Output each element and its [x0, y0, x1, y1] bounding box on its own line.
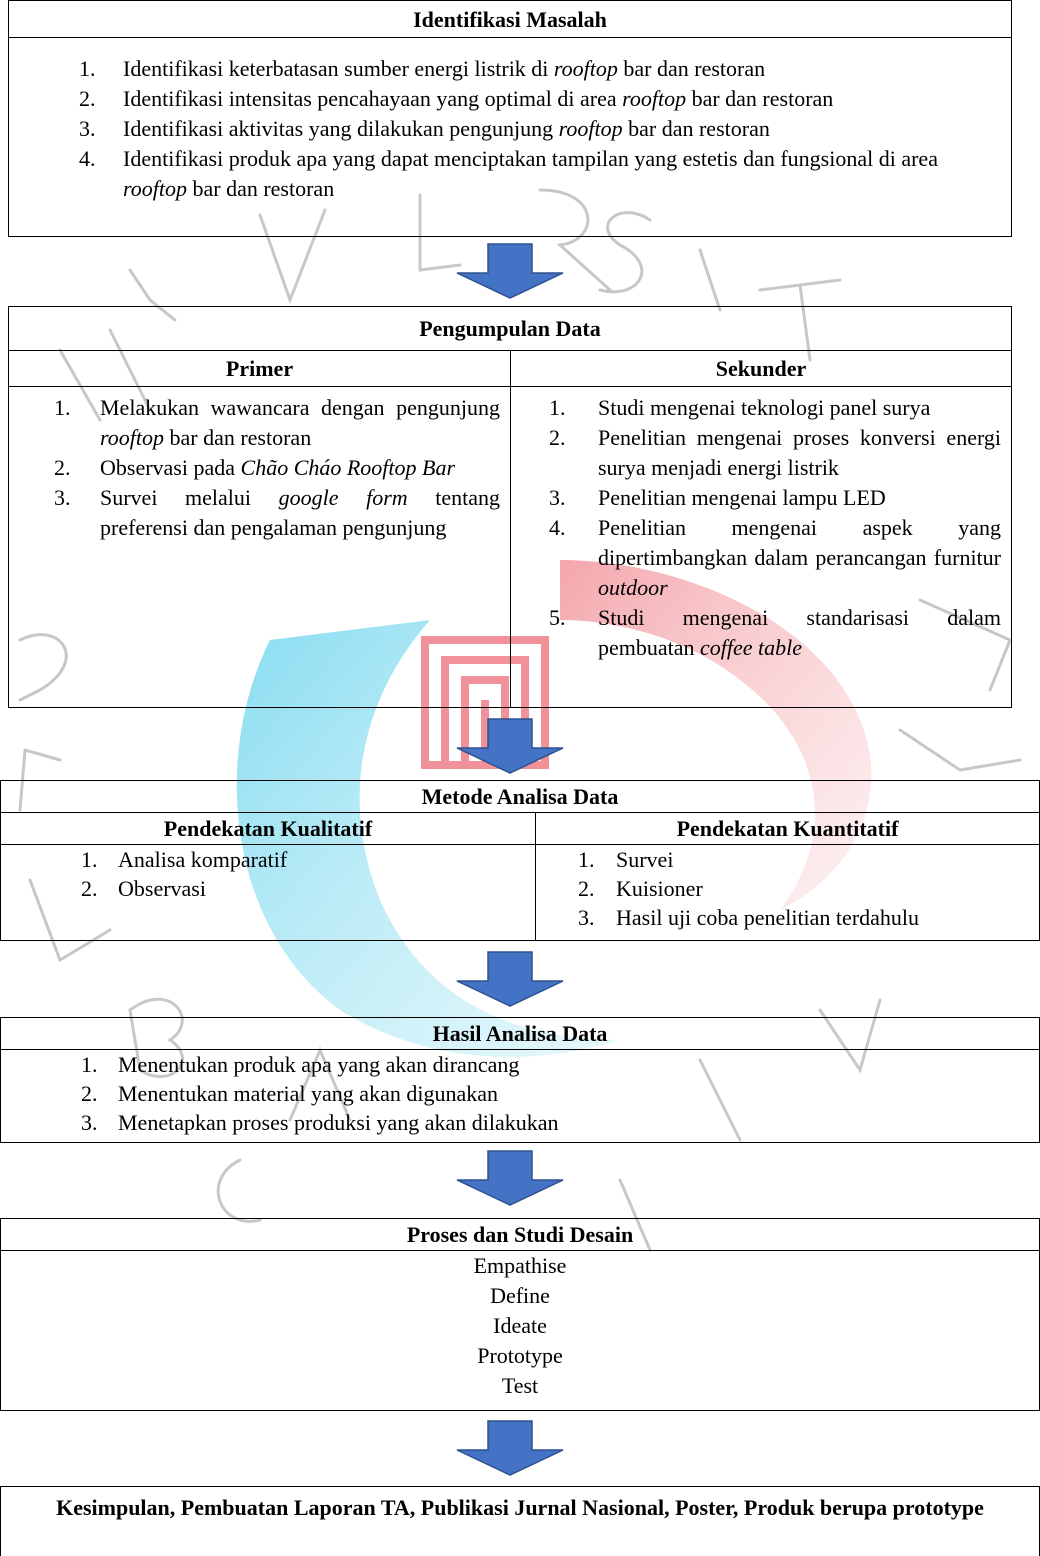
list-text: Identifikasi intensitas pencahayaan yang…: [123, 86, 834, 111]
list-text: Kuisioner: [616, 876, 703, 901]
identifikasi-masalah-list: 1. Identifikasi keterbatasan sumber energ…: [9, 38, 1011, 204]
list-number: 1.: [549, 395, 566, 420]
list-number: 3.: [54, 485, 71, 510]
kualitatif-item: 1. Analisa komparatif: [81, 845, 525, 874]
kesimpulan-box: Kesimpulan, Pembuatan Laporan TA, Publik…: [0, 1486, 1040, 1556]
pengumpulan-data-title: Pengumpulan Data: [9, 307, 1011, 351]
list-text: Identifikasi aktivitas yang dilakukan pe…: [123, 116, 770, 141]
list-text: Survei melalui google form tentang prefe…: [100, 485, 500, 540]
kualitatif-column: Pendekatan Kualitatif 1. Analisa komparat…: [1, 813, 535, 940]
list-text: Observasi: [118, 876, 206, 901]
kuantitatif-list: 1. Survei 2. Kuisioner 3. Hasil uji coba pene…: [536, 845, 1039, 932]
hasil-analisa-title: Hasil Analisa Data: [1, 1018, 1039, 1050]
list-text: Identifikasi produk apa yang dapat menci…: [123, 146, 938, 201]
proses-desain-title: Proses dan Studi Desain: [1, 1219, 1039, 1251]
primer-item: 2. Observasi pada Chão Cháo Rooftop Bar: [54, 453, 500, 483]
proses-step: Prototype: [477, 1343, 563, 1368]
arrow-down-icon: [456, 951, 564, 1007]
metode-analisa-box: Metode Analisa Data Pendekatan Kualitati…: [0, 780, 1040, 941]
list-text: Penelitian mengenai proses konversi ener…: [598, 425, 1001, 480]
list-text: Hasil uji coba penelitian terdahulu: [616, 905, 920, 930]
primer-list: 1. Melakukan wawancara dengan pengunjung …: [9, 387, 510, 543]
list-number: 2.: [549, 425, 566, 450]
metode-analisa-title: Metode Analisa Data: [1, 781, 1039, 813]
list-text: Identifikasi keterbatasan sumber energi …: [123, 56, 766, 81]
kuantitatif-heading: Pendekatan Kuantitatif: [536, 813, 1039, 845]
kuantitatif-column: Pendekatan Kuantitatif 1. Survei 2. Kuision…: [535, 813, 1039, 940]
list-number: 3.: [79, 116, 96, 141]
kesimpulan-text: Kesimpulan, Pembuatan Laporan TA, Publik…: [56, 1495, 984, 1520]
arrow-down-icon: [456, 243, 564, 299]
list-text: Menentukan material yang akan digunakan: [118, 1081, 498, 1106]
list-text: Observasi pada Chão Cháo Rooftop Bar: [100, 455, 456, 480]
sekunder-list: 1. Studi mengenai teknologi panel surya 2.…: [511, 387, 1011, 663]
hasil-analisa-box: Hasil Analisa Data 1. Menentukan produk a…: [0, 1017, 1040, 1143]
proses-step: Test: [501, 1373, 539, 1398]
sekunder-item: 4. Penelitian mengenai aspek yang diperti…: [549, 513, 1001, 603]
identifikasi-item: 2. Identifikasi intensitas pencahayaan ya…: [79, 84, 981, 114]
list-text: Melakukan wawancara dengan pengunjung ro…: [100, 395, 500, 450]
list-number: 2.: [81, 876, 98, 901]
list-text: Studi mengenai teknologi panel surya: [598, 395, 931, 420]
list-number: 2.: [81, 1081, 98, 1106]
list-number: 4.: [79, 146, 96, 171]
hasil-item: 2. Menentukan material yang akan digunaka…: [81, 1079, 1029, 1108]
arrow-down-icon: [456, 1150, 564, 1206]
primer-heading: Primer: [9, 351, 510, 387]
arrow-down-icon: [456, 718, 564, 774]
hasil-analisa-list: 1. Menentukan produk apa yang akan diranc…: [1, 1050, 1039, 1137]
sekunder-heading: Sekunder: [511, 351, 1011, 387]
proses-step: Ideate: [493, 1313, 547, 1338]
sekunder-item: 2. Penelitian mengenai proses konversi en…: [549, 423, 1001, 483]
list-text: Survei: [616, 847, 674, 872]
sekunder-item: 5. Studi mengenai standarisasi dalam pemb…: [549, 603, 1001, 663]
list-number: 3.: [81, 1110, 98, 1135]
list-number: 3.: [578, 905, 595, 930]
list-number: 2.: [578, 876, 595, 901]
kualitatif-item: 2. Observasi: [81, 874, 525, 903]
kuantitatif-item: 3. Hasil uji coba penelitian terdahulu: [578, 903, 1029, 932]
kuantitatif-item: 2. Kuisioner: [578, 874, 1029, 903]
list-text: Menetapkan proses produksi yang akan dil…: [118, 1110, 559, 1135]
identifikasi-item: 3. Identifikasi aktivitas yang dilakukan …: [79, 114, 981, 144]
identifikasi-masalah-box: Identifikasi Masalah 1. Identifikasi kete…: [8, 0, 1012, 237]
list-text: Penelitian mengenai lampu LED: [598, 485, 886, 510]
list-number: 1.: [79, 56, 96, 81]
kualitatif-list: 1. Analisa komparatif 2. Observasi: [1, 845, 535, 903]
primer-item: 1. Melakukan wawancara dengan pengunjung …: [54, 393, 500, 453]
sekunder-item: 3. Penelitian mengenai lampu LED: [549, 483, 1001, 513]
identifikasi-item: 1. Identifikasi keterbatasan sumber energ…: [79, 54, 981, 84]
list-number: 2.: [79, 86, 96, 111]
list-text: Studi mengenai standarisasi dalam pembua…: [598, 605, 1001, 660]
arrow-down-icon: [456, 1420, 564, 1476]
list-number: 1.: [81, 847, 98, 872]
hasil-item: 1. Menentukan produk apa yang akan diranc…: [81, 1050, 1029, 1079]
list-number: 4.: [549, 515, 566, 540]
sekunder-item: 1. Studi mengenai teknologi panel surya: [549, 393, 1001, 423]
pengumpulan-data-box: Pengumpulan Data Primer 1. Melakukan wawa…: [8, 306, 1012, 708]
list-text: Analisa komparatif: [118, 847, 288, 872]
proses-step: Empathise: [473, 1253, 567, 1278]
list-number: 1.: [81, 1052, 98, 1077]
list-number: 5.: [549, 605, 566, 630]
sekunder-column: Sekunder 1. Studi mengenai teknologi pane…: [510, 351, 1011, 707]
proses-step: Define: [490, 1283, 550, 1308]
identifikasi-item: 4. Identifikasi produk apa yang dapat men…: [79, 144, 981, 204]
list-text: Menentukan produk apa yang akan dirancan…: [118, 1052, 520, 1077]
primer-item: 3. Survei melalui google form tentang pre…: [54, 483, 500, 543]
kuantitatif-item: 1. Survei: [578, 845, 1029, 874]
list-number: 1.: [578, 847, 595, 872]
identifikasi-masalah-title: Identifikasi Masalah: [9, 1, 1011, 38]
list-number: 2.: [54, 455, 71, 480]
list-number: 3.: [549, 485, 566, 510]
list-text: Penelitian mengenai aspek yang dipertimb…: [598, 515, 1001, 600]
list-number: 1.: [54, 395, 71, 420]
hasil-item: 3. Menetapkan proses produksi yang akan d…: [81, 1108, 1029, 1137]
kualitatif-heading: Pendekatan Kualitatif: [1, 813, 535, 845]
primer-column: Primer 1. Melakukan wawancara dengan peng…: [9, 351, 510, 707]
